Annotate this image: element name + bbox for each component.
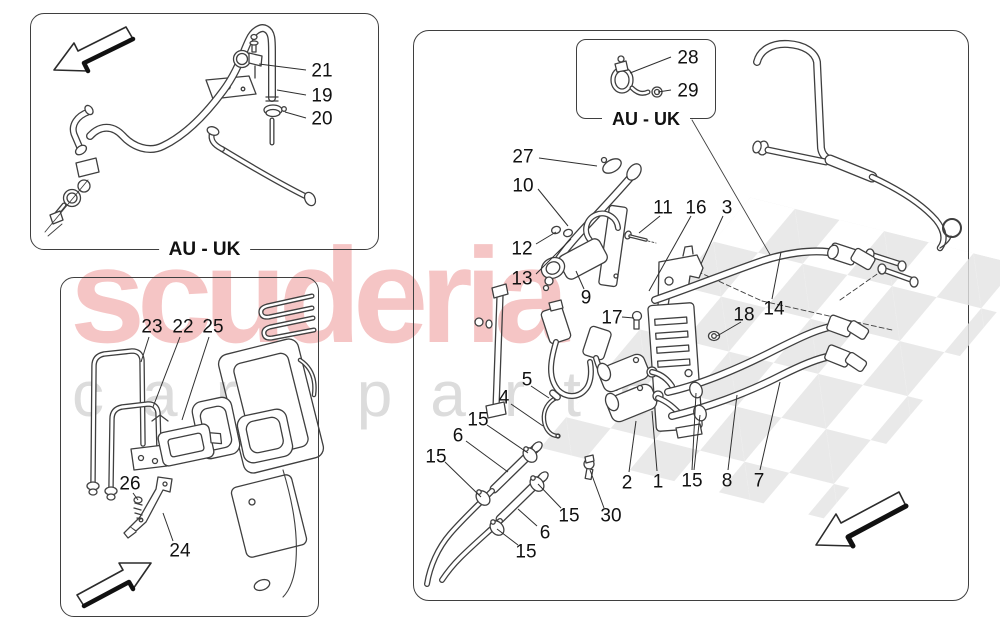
inner-variant-box-au-uk: AU - UK [576, 39, 716, 130]
inner-box-label-au-uk: AU - UK [602, 109, 690, 130]
panel-label-au-uk: AU - UK [158, 239, 251, 261]
main-diagram-panel: AU - UK [413, 30, 1000, 601]
checkered-flag-watermark [540, 197, 1000, 519]
evaporator-panel [60, 277, 319, 617]
variant-panel-au-uk: AU - UK [30, 13, 379, 261]
